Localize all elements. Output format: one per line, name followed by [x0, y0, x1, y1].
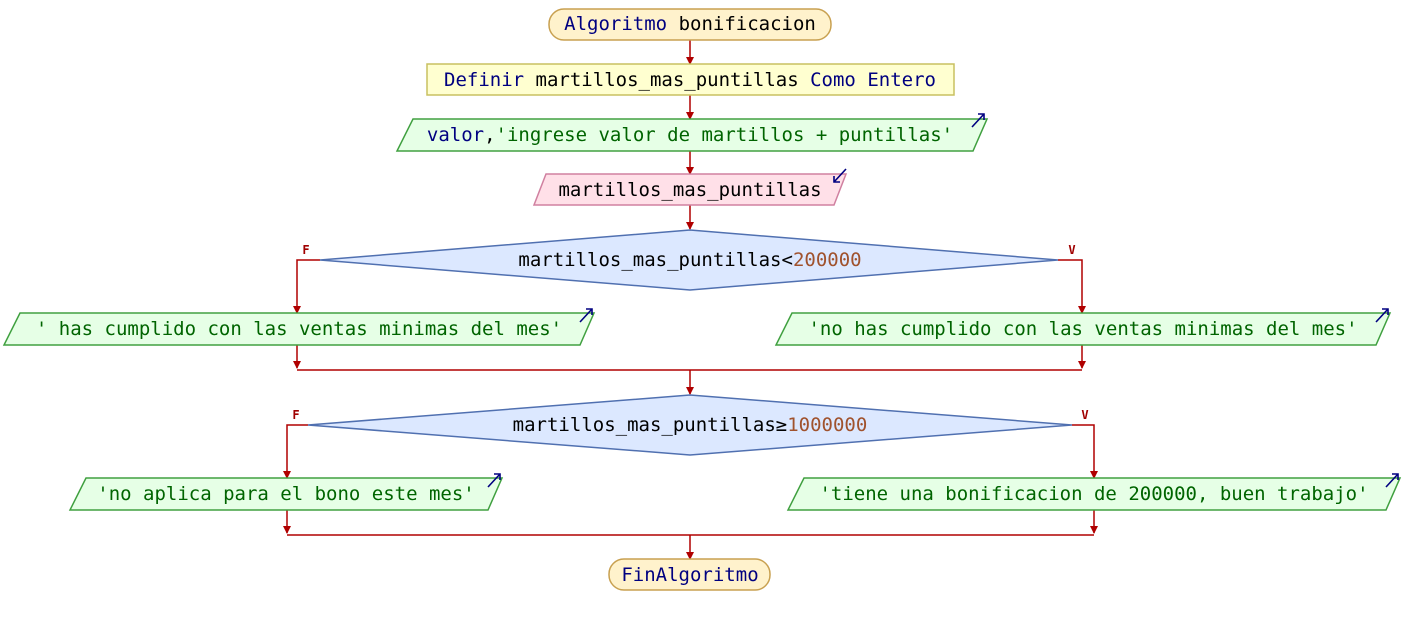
algorithm-name: bonificacion [678, 13, 816, 35]
decision1-label: martillos_mas_puntillas<200000 [518, 248, 861, 272]
connectors [283, 40, 1098, 560]
start-keyword: Algoritmo [564, 13, 668, 35]
output-arrow-icon [579, 308, 593, 323]
input1-label: martillos_mas_puntillas [558, 178, 821, 202]
decision2-true-branch [1072, 424, 1098, 479]
decision2-operator: ≥ [775, 414, 788, 436]
define-variable: martillos_mas_puntillas [535, 69, 799, 91]
decision1-false-branch [293, 259, 320, 314]
output-arrow-icon [1375, 308, 1389, 323]
decision1-true-output-shape [774, 312, 1392, 346]
start-terminal [548, 8, 832, 41]
decision1-true-text: 'no has cumplido con las ventas minimas … [808, 318, 1358, 340]
output1-sep: , [484, 124, 496, 146]
decision2-true-output-label: 'tiene una bonificacion de 200000, buen … [819, 482, 1368, 506]
decision1-diamond [319, 229, 1059, 291]
output1-shape [395, 118, 989, 152]
output1-keyword: valor [426, 124, 485, 146]
define-keyword: Definir [444, 69, 525, 91]
end-terminal [608, 558, 771, 591]
decision2-variable: martillos_mas_puntillas [512, 414, 776, 436]
define-process-box [426, 63, 955, 96]
decision2-diamond [307, 394, 1073, 456]
output-arrow-icon [971, 113, 985, 128]
decision1-true-output-label: 'no has cumplido con las ventas minimas … [808, 317, 1357, 341]
decision1-true-label: V [1068, 243, 1076, 257]
define-label: Definir martillos_mas_puntillas Como Ent… [444, 68, 936, 92]
decision2-value: 1000000 [787, 414, 868, 436]
decision1-false-label: F [302, 243, 310, 257]
decision1-true-branch [1058, 259, 1086, 314]
end-label: FinAlgoritmo [621, 563, 758, 587]
decision2-label: martillos_mas_puntillas≥1000000 [513, 413, 868, 437]
decision2-false-text: 'no aplica para el bono este mes' [97, 483, 475, 505]
decision2-false-branch [283, 424, 308, 479]
end-keyword: FinAlgoritmo [621, 564, 759, 586]
decision1-false-text: ' has cumplido con las ventas minimas de… [35, 318, 563, 340]
output1-text: 'ingrese valor de martillos + puntillas' [495, 124, 954, 146]
decision2-true-output-shape [786, 477, 1402, 511]
decision1-operator: < [781, 249, 793, 271]
output-arrow-icon [1385, 473, 1399, 488]
define-type: Entero [867, 69, 936, 91]
decision1-value: 200000 [792, 249, 862, 271]
define-keyword2: Como [810, 69, 856, 91]
start-label: Algoritmo bonificacion [564, 12, 816, 36]
decision1-variable: martillos_mas_puntillas [518, 249, 782, 271]
decision2-false-output-label: 'no aplica para el bono este mes' [97, 482, 475, 506]
input1-shape [532, 173, 848, 206]
decision1-false-output-label: ' has cumplido con las ventas minimas de… [36, 317, 562, 341]
decision2-true-text: 'tiene una bonificacion de 200000, buen … [819, 483, 1369, 505]
output-arrow-icon [487, 473, 501, 488]
decision2-true-label: V [1081, 408, 1089, 422]
input1-variable: martillos_mas_puntillas [558, 179, 822, 201]
decision2-false-label: F [292, 408, 300, 422]
output1-label: valor,'ingrese valor de martillos + punt… [427, 123, 953, 147]
input-arrow-icon [833, 168, 847, 183]
decision1-false-output-shape [2, 312, 596, 346]
decision2-false-output-shape [68, 477, 504, 511]
